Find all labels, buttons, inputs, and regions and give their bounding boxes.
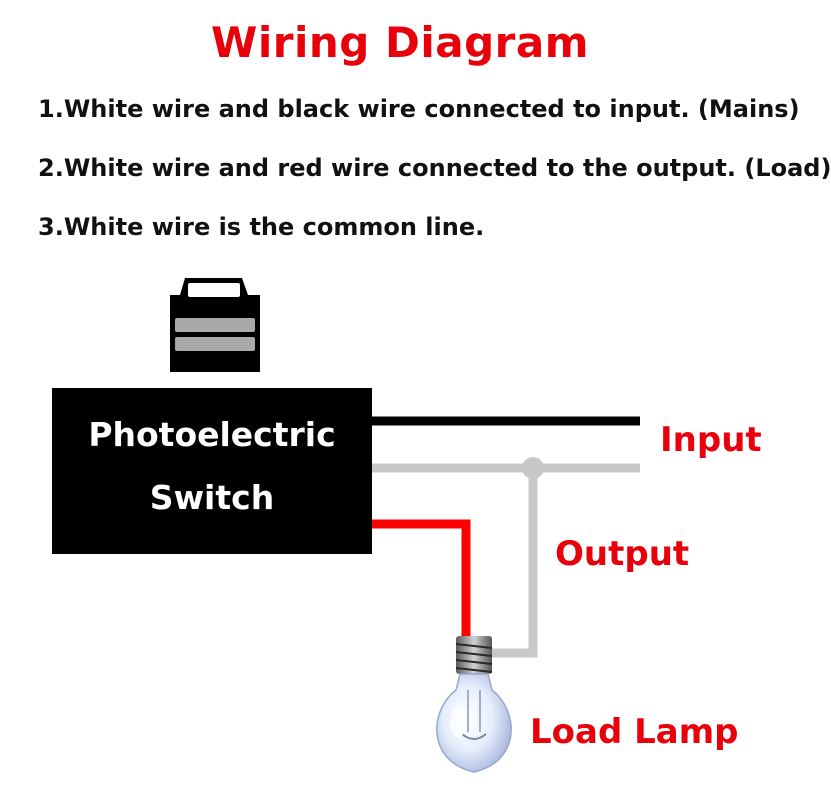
load-lamp-label: Load Lamp — [530, 712, 739, 752]
white-wire-branch — [492, 468, 538, 658]
input-label: Input — [660, 420, 762, 460]
switch-label-line-2: Switch — [149, 478, 275, 517]
instruction-3: 3.White wire is the common line. — [38, 213, 485, 241]
wiring-diagram-canvas: Wiring Diagram 1.White wire and black wi… — [38, 18, 831, 773]
photo-sensor-cap — [170, 278, 260, 372]
wiring-schematic — [52, 278, 640, 773]
output-label: Output — [555, 534, 690, 574]
diagram-title: Wiring Diagram — [211, 18, 589, 67]
switch-label-line-1: Photoelectric — [88, 415, 336, 454]
junction-dot — [522, 457, 544, 479]
light-bulb-icon — [436, 636, 512, 773]
photoelectric-switch-body — [52, 388, 372, 554]
red-wire — [372, 519, 471, 640]
instruction-2: 2.White wire and red wire connected to t… — [38, 154, 831, 182]
instruction-1: 1.White wire and black wire connected to… — [38, 95, 800, 123]
